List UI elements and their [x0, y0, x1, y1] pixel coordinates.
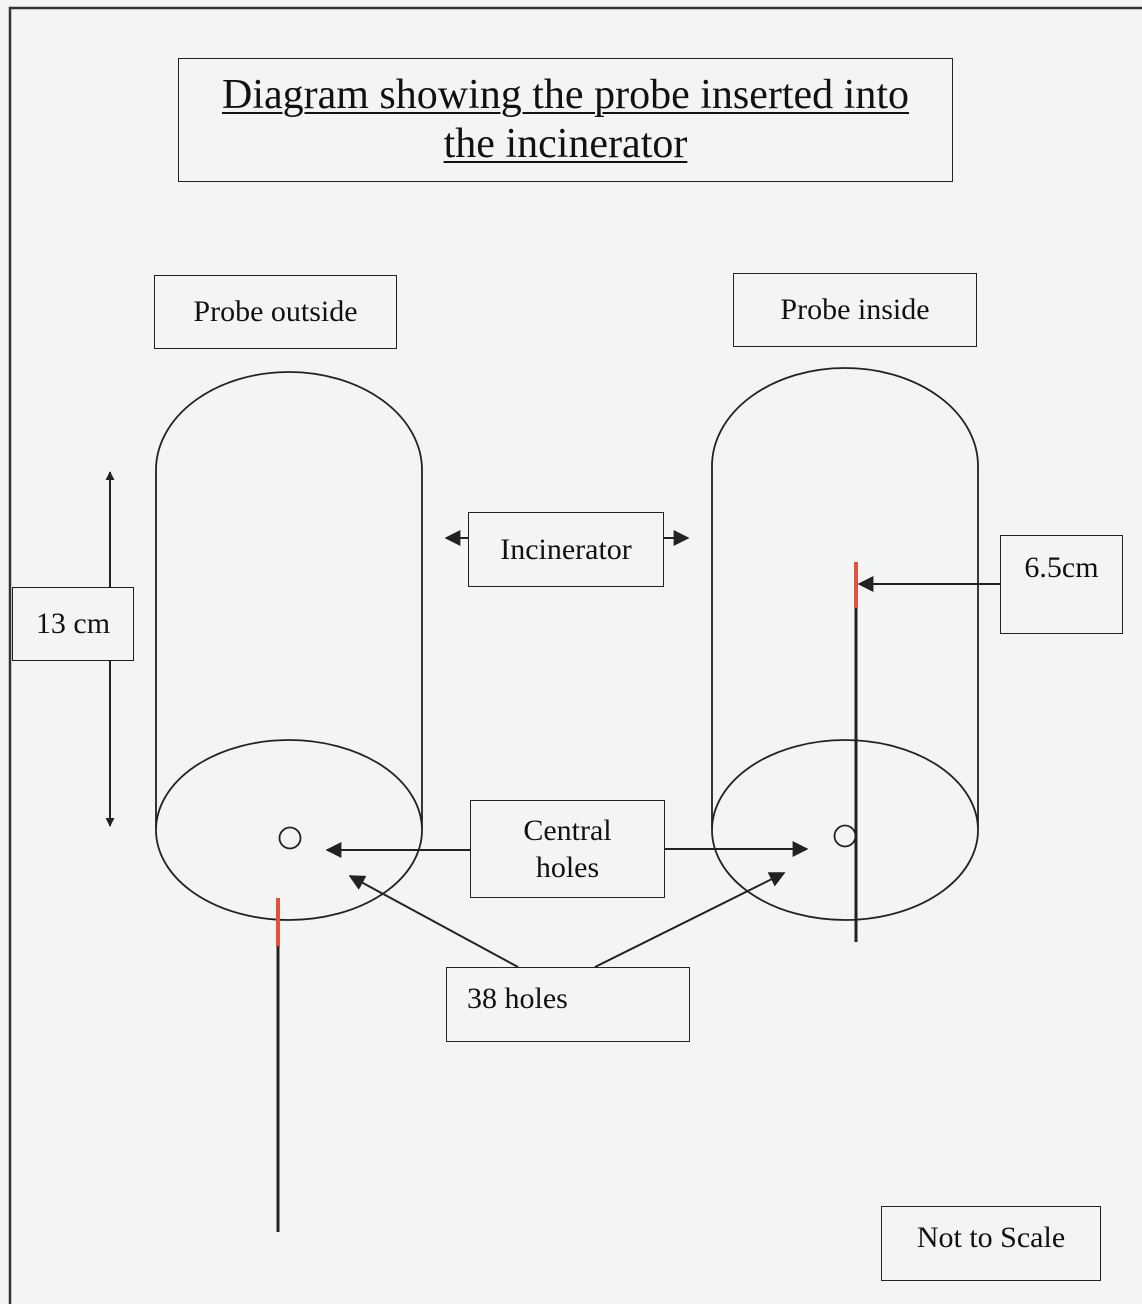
label-height-13cm: 13 cm [12, 587, 134, 661]
label-38-holes: 38 holes [446, 967, 690, 1042]
central-hole-left [278, 826, 302, 850]
diagram-title: Diagram showing the probe inserted into … [178, 58, 953, 182]
central-hole-right [833, 824, 857, 848]
label-central-holes: Central holes [470, 800, 665, 898]
label-probe-outside: Probe outside [154, 275, 397, 349]
holes-arrow-right [594, 872, 786, 968]
holes-arrow-left [348, 875, 519, 968]
label-incinerator: Incinerator [468, 512, 664, 587]
title-text: Diagram showing the probe inserted into … [221, 71, 909, 167]
incinerator-cylinder-right [711, 367, 979, 921]
page-border [8, 6, 1142, 1304]
label-not-to-scale: Not to Scale [881, 1206, 1101, 1281]
label-probe-inside: Probe inside [733, 273, 977, 347]
label-depth-6-5cm: 6.5cm [1000, 535, 1123, 634]
incinerator-cylinder-left [155, 371, 423, 921]
